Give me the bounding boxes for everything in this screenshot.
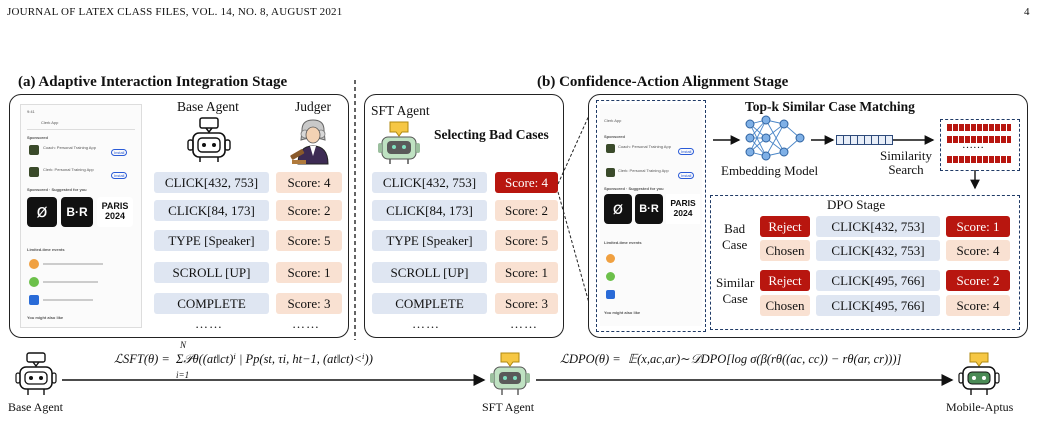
bad-case-label: Bad Case <box>722 221 748 252</box>
sft-sum-upper: N <box>180 340 187 350</box>
similar-cases-box <box>940 119 1020 171</box>
score-pill: Score: 1 <box>495 262 558 283</box>
base-agent-robot-icon <box>15 352 57 395</box>
similar-case-vector <box>947 136 1011 143</box>
score-pill: Score: 4 <box>276 172 342 193</box>
page-number: 4 <box>1024 6 1030 18</box>
app-icon <box>29 259 39 269</box>
judger-label: Judger <box>295 99 331 114</box>
dpo-action-pill: CLICK[495, 766] <box>816 295 940 316</box>
ellipsis: …… <box>412 316 440 331</box>
dpo-action-pill: CLICK[432, 753] <box>816 240 940 261</box>
stage-divider <box>354 80 356 340</box>
action-pill: CLICK[84, 173] <box>154 200 269 221</box>
chosen-tag: Chosen <box>760 240 810 261</box>
score-pill: Score: 2 <box>276 200 342 221</box>
similar-case-vector <box>947 156 1011 163</box>
score-pill: Score: 3 <box>276 293 342 314</box>
reject-tag: Reject <box>760 270 810 291</box>
dpo-score-pill: Score: 4 <box>946 240 1010 261</box>
dpo-stage-box <box>710 195 1020 330</box>
action-pill: CLICK[432, 753] <box>372 172 487 193</box>
topk-arrows <box>713 135 980 190</box>
install-button[interactable]: Install <box>678 172 695 179</box>
pipeline-arrows <box>62 374 954 386</box>
selecting-bad-cases-label: Selecting Bad Cases <box>434 127 549 142</box>
bad-score-pill: Score: 4 <box>495 172 558 193</box>
score-pill: Score: 5 <box>495 230 558 251</box>
dpo-score-pill: Score: 4 <box>946 295 1010 316</box>
dpo-action-pill: CLICK[495, 766] <box>816 270 940 291</box>
similar-case-vector <box>947 124 1011 131</box>
chosen-tag: Chosen <box>760 295 810 316</box>
app-icon <box>29 277 39 287</box>
ellipsis: …… <box>510 316 538 331</box>
app-icon <box>29 145 39 155</box>
similar-ellipsis: …… <box>962 139 984 151</box>
journal-header: JOURNAL OF LATEX CLASS FILES, VOL. 14, N… <box>7 6 343 18</box>
dpo-score-pill: Score: 2 <box>946 270 1010 291</box>
action-pill: TYPE [Speaker] <box>154 230 269 251</box>
judge-icon <box>290 119 329 165</box>
app-tile-paris: PARIS 2024 <box>97 197 133 227</box>
embedding-vector <box>836 135 893 145</box>
similar-case-label: Similar Case <box>716 275 755 306</box>
action-pill: SCROLL [UP] <box>154 262 269 283</box>
phone-search-text: Clerk App <box>41 120 59 125</box>
app-tile-icon: ø <box>27 197 57 227</box>
sft-agent-robot-icon <box>490 352 530 395</box>
similarity-search-label: Similarity Search <box>880 148 932 177</box>
ellipsis: …… <box>292 316 320 331</box>
action-pill: COMPLETE <box>372 293 487 314</box>
sft-robot-icon <box>378 121 420 164</box>
action-pill: SCROLL [UP] <box>372 262 487 283</box>
neural-network-icon <box>745 115 805 161</box>
app-icon <box>29 295 39 305</box>
action-pill: CLICK[84, 173] <box>372 200 487 221</box>
app-tile-br: B·R <box>61 197 93 227</box>
install-button[interactable]: Install <box>111 149 128 156</box>
score-pill: Score: 1 <box>276 262 342 283</box>
base-agent-label: Base Agent <box>177 99 239 114</box>
action-pill: COMPLETE <box>154 293 269 314</box>
bottom-base-agent-label: Base Agent <box>8 400 63 414</box>
robot-icon <box>187 117 231 162</box>
sft-loss-lhs: ℒSFT(θ) = <box>114 352 170 366</box>
app-icon <box>29 167 39 177</box>
embedding-model-label: Embedding Model <box>721 163 819 178</box>
stage-a-title: (a) Adaptive Interaction Integration Sta… <box>18 74 288 90</box>
score-pill: Score: 5 <box>276 230 342 251</box>
phone-screenshot-a: 9:41 Clerk App Sponsored Coach: Personal… <box>20 104 142 328</box>
action-pill: TYPE [Speaker] <box>372 230 487 251</box>
score-pill: Score: 3 <box>495 293 558 314</box>
sft-loss-rhs: Σ𝒫θ((at‖ct)ⁱ | Pp(st, τi, ht−1, (at‖ct)<… <box>176 352 373 366</box>
stage-b-title: (b) Confidence-Action Alignment Stage <box>537 74 789 90</box>
dpo-action-pill: CLICK[432, 753] <box>816 216 940 237</box>
reject-tag: Reject <box>760 216 810 237</box>
sft-agent-label: SFT Agent <box>371 103 430 118</box>
dpo-loss-lhs: ℒDPO(θ) = <box>560 352 621 366</box>
dpo-score-pill: Score: 1 <box>946 216 1010 237</box>
mobile-aptus-robot-icon <box>958 352 1000 395</box>
dpo-loss-rhs: 𝔼(x,ac,ar)∼𝒟DPO[log σ(β(rθ((ac, cc)) − r… <box>628 352 902 366</box>
bottom-sft-agent-label: SFT Agent <box>482 400 535 414</box>
phone-screenshot-b: Clerk App Sponsored Coach: Personal Trai… <box>600 104 702 326</box>
install-button[interactable]: Install <box>111 172 128 179</box>
topk-title: Top-k Similar Case Matching <box>745 99 915 114</box>
bad-case-phone-frame <box>596 100 706 332</box>
bottom-mobile-aptus-label: Mobile-Aptus <box>946 400 1014 414</box>
install-button[interactable]: Install <box>678 148 695 155</box>
ellipsis: …… <box>195 316 223 331</box>
action-pill: CLICK[432, 753] <box>154 172 269 193</box>
score-pill: Score: 2 <box>495 200 558 221</box>
sft-sum-lower: i=1 <box>176 370 190 380</box>
dpo-stage-title: DPO Stage <box>827 197 886 212</box>
